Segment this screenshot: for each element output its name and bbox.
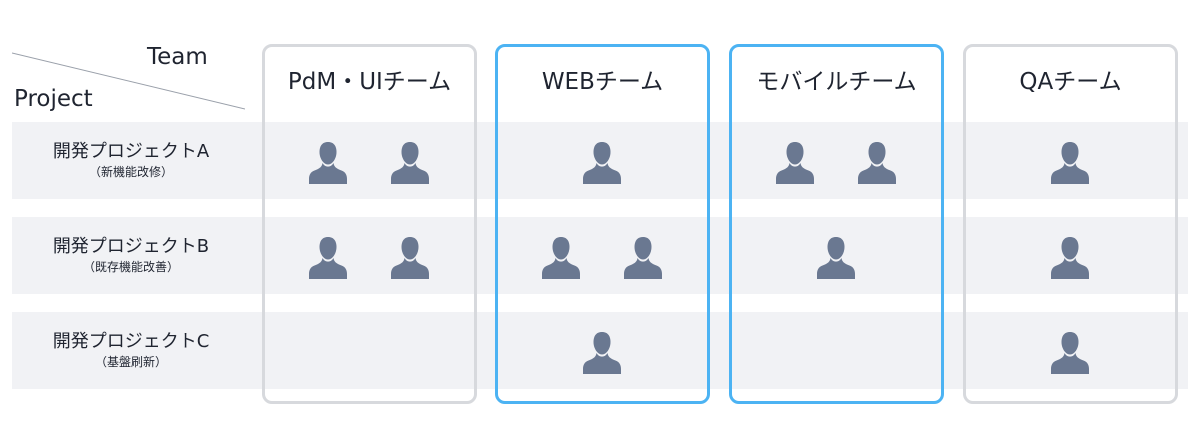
person-icon	[1050, 234, 1090, 280]
person-icon	[582, 139, 622, 185]
project-name: 開発プロジェクトB	[52, 236, 210, 257]
team-title-pdm: PdM・UIチーム	[287, 69, 452, 95]
project-label-a: 開発プロジェクトA （新機能改修）	[12, 140, 250, 180]
team-title-qa: QAチーム	[1019, 69, 1122, 95]
person-icon	[775, 139, 815, 185]
person-icon	[623, 234, 663, 280]
project-subtitle: （既存機能改善）	[82, 260, 179, 274]
person-icon	[541, 234, 581, 280]
person-icon	[1050, 139, 1090, 185]
project-subtitle: （基盤刷新）	[94, 355, 167, 369]
person-icon	[1050, 329, 1090, 375]
person-icon	[308, 139, 348, 185]
person-icon	[816, 234, 856, 280]
person-icon	[308, 234, 348, 280]
header-project-label: Project	[14, 86, 93, 112]
team-title-web: WEBチーム	[541, 69, 664, 95]
project-label-c: 開発プロジェクトC （基盤刷新）	[12, 330, 250, 370]
project-subtitle: （新機能改修）	[88, 165, 173, 179]
team-title-mobile: モバイルチーム	[756, 69, 917, 95]
person-icon	[582, 329, 622, 375]
project-name: 開発プロジェクトA	[52, 141, 210, 162]
team-column-pdm	[262, 44, 477, 404]
header-team-label: Team	[147, 44, 208, 70]
row-band-b	[12, 217, 1188, 294]
person-icon	[390, 234, 430, 280]
team-column-mobile	[729, 44, 944, 404]
header-diagonal-divider	[12, 52, 245, 110]
team-column-web	[495, 44, 710, 404]
team-column-qa	[963, 44, 1178, 404]
person-icon	[390, 139, 430, 185]
person-icon	[857, 139, 897, 185]
project-name: 開発プロジェクトC	[52, 331, 210, 352]
project-label-b: 開発プロジェクトB （既存機能改善）	[12, 235, 250, 275]
